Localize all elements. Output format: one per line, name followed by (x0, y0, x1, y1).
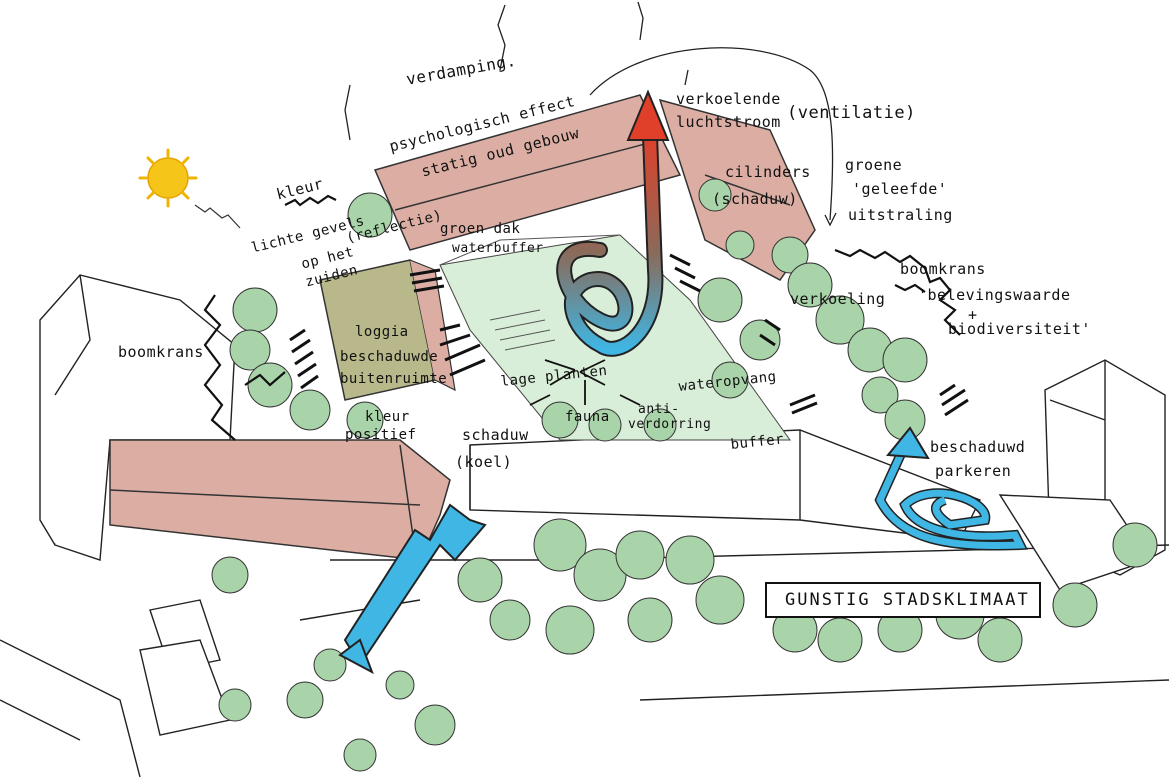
label-boomkrans-right-1: boomkrans (900, 260, 986, 278)
label-boomkrans-right-2: 'belevingswaarde (918, 286, 1071, 304)
label-ventilatie: (ventilatie) (787, 103, 916, 123)
buildings (109, 94, 816, 561)
diagram-title: GUNSTIG STADSKLIMAAT (785, 590, 1030, 610)
shadow-hatches (289, 253, 969, 417)
label-boomkrans-left: boomkrans (118, 343, 204, 361)
label-schaduw-2: (koel) (455, 453, 513, 471)
cool-air-arrow-right (874, 426, 1028, 551)
trees (211, 178, 1158, 772)
warm-air-arrow (556, 89, 670, 357)
label-loggia-2: beschaduwde (340, 349, 439, 365)
label-beschaduwd-1: beschaduwd (930, 438, 1026, 456)
thin-arrows (344, 1, 837, 227)
label-verkoelende-2: luchtstroom (676, 113, 781, 131)
label-anti-1: anti- (638, 402, 680, 417)
label-cilinders-1: cilinders (725, 163, 811, 181)
building-north (373, 94, 682, 251)
label-boomkrans-right-3: + (968, 306, 978, 324)
label-verkoeling: verkoeling (790, 290, 886, 308)
label-groen-dak-2: waterbuffer (452, 241, 544, 256)
wind-lines (203, 194, 961, 441)
label-groene-1: groene (845, 156, 903, 174)
label-anti-2: verdorring (628, 417, 712, 432)
label-loggia-1: loggia (355, 324, 409, 340)
label-cilinders-2: (schaduw) (712, 190, 798, 208)
label-kleur-bottom-1: kleur (365, 409, 410, 425)
label-beschaduwd-2: parkeren (935, 462, 1012, 480)
label-groene-2: 'geleefde' (852, 180, 948, 198)
courtyard-terrace (439, 234, 621, 351)
title-box (765, 582, 1041, 618)
label-boomkrans-right-4: biodiversiteit' (948, 320, 1091, 338)
sun-icon (138, 148, 241, 229)
label-groene-3: uitstraling (848, 206, 953, 224)
label-kleur-bottom-2: positief (345, 427, 417, 443)
context-buildings (0, 274, 1169, 777)
building-south (109, 439, 451, 561)
label-groen-dak-1: groen dak (440, 221, 521, 237)
cool-air-arrow-left (338, 503, 487, 675)
label-loggia-3: buitenruimte (340, 371, 448, 387)
courtyard (439, 234, 791, 441)
label-verkoelende-1: verkoelende (676, 90, 781, 108)
label-schaduw-1: schaduw (462, 426, 529, 444)
small-arrows (529, 359, 641, 406)
label-fauna: fauna (565, 409, 610, 425)
